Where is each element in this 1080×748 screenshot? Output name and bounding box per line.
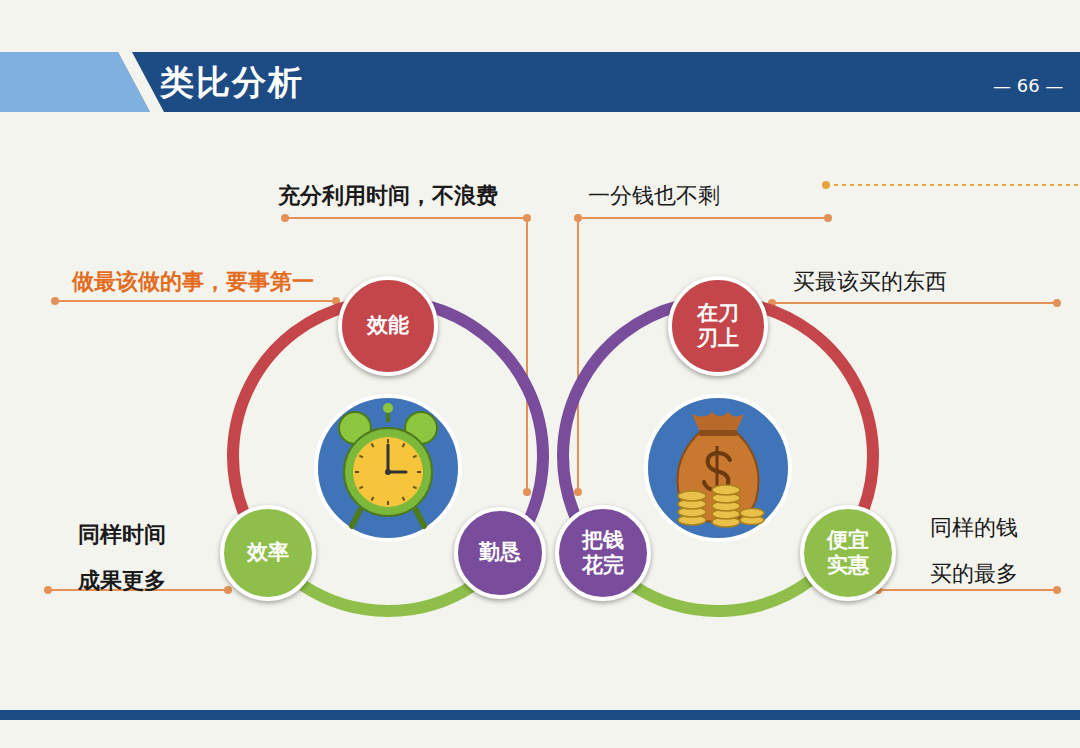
clock-tick — [355, 471, 359, 473]
clock-tick — [387, 439, 389, 443]
callout-text: 同样时间 成果更多 — [78, 512, 173, 604]
clock-tick — [359, 487, 362, 489]
node-label: 效率 — [247, 540, 289, 565]
circle-node: 便宜实惠 — [800, 505, 896, 601]
clock-tick — [403, 443, 405, 446]
node-label: 效能 — [367, 313, 409, 338]
money-illustration — [646, 396, 790, 540]
node-label: 勤恳 — [479, 540, 521, 565]
page-title: 类比分析 — [160, 60, 304, 106]
circle-node: 效能 — [338, 276, 438, 376]
node-label: 便宜实惠 — [826, 528, 870, 578]
clock-tick — [387, 501, 389, 505]
ring-arc — [755, 306, 873, 510]
callout-text: 同样的钱 买的最多 — [930, 505, 1025, 597]
page-number: — 66 — — [993, 76, 1063, 96]
node-label: 在刀刃上 — [696, 301, 740, 351]
clock-illustration — [316, 396, 460, 540]
clock-tick — [403, 497, 405, 500]
clock-tick — [417, 471, 421, 473]
circle-node: 效率 — [220, 505, 316, 601]
callout-text: 充分利用时间，不浪费 — [278, 184, 498, 208]
ring-arc — [563, 306, 681, 518]
ring-arc — [233, 306, 351, 513]
callout-text: 一分钱也不剩 — [588, 184, 720, 208]
header-gap — [118, 52, 164, 112]
circle-node: 把钱花完 — [555, 505, 651, 601]
ring-arc — [634, 580, 811, 611]
footer-bar — [0, 710, 1080, 720]
circle-node: 勤恳 — [454, 507, 546, 599]
leader-dots — [44, 181, 1061, 594]
header-bar — [0, 52, 1080, 112]
circle-node: 在刀刃上 — [668, 276, 768, 376]
clock-tick — [413, 456, 416, 458]
ring-arc — [303, 585, 474, 611]
clock-tick — [372, 497, 374, 500]
node-label: 把钱花完 — [581, 528, 625, 578]
clock-tick — [359, 456, 362, 458]
clock-tick — [372, 443, 374, 446]
callout-text: 做最该做的事，要事第一 — [72, 270, 314, 294]
callout-text: 买最该买的东西 — [793, 270, 947, 294]
clock-tick — [413, 487, 416, 489]
ring-arc — [425, 306, 543, 522]
